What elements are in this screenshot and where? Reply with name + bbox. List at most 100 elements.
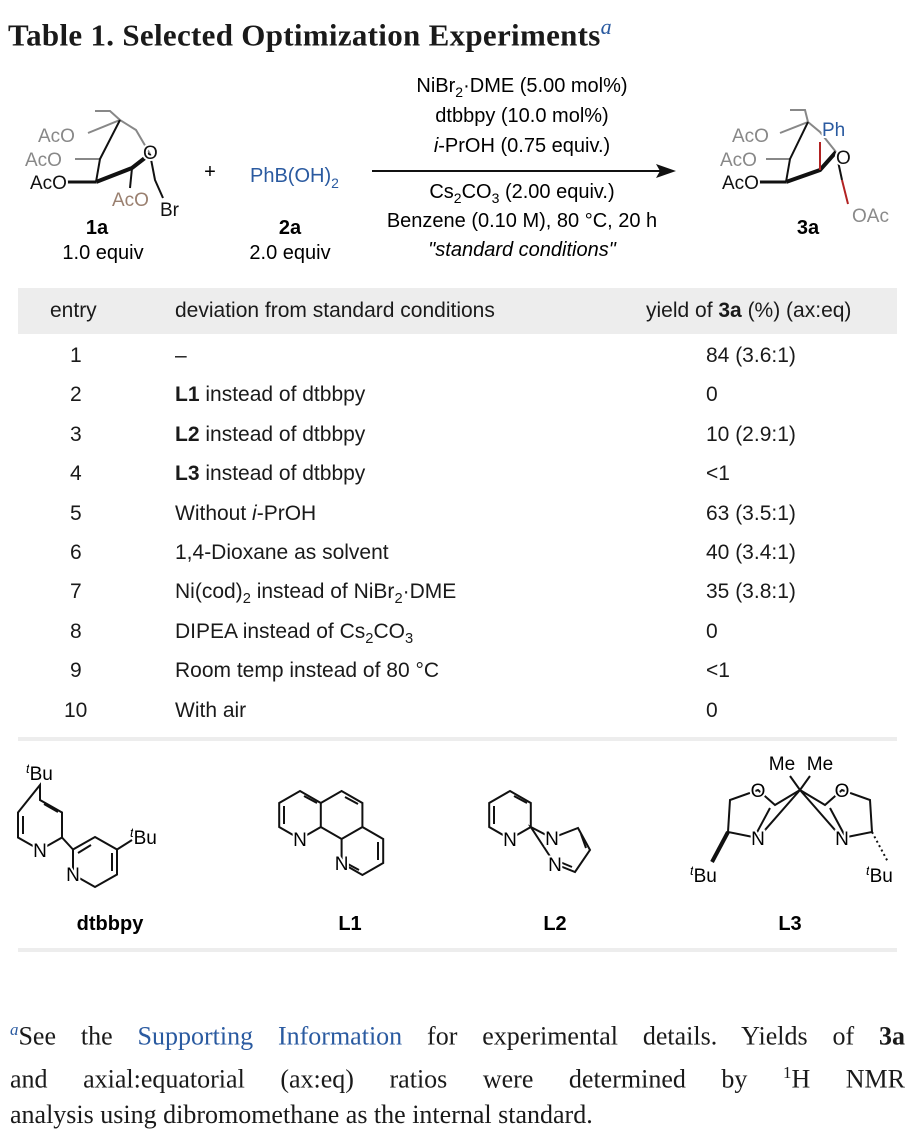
yield-cell: 0: [706, 698, 718, 722]
header-deviation: deviation from standard conditions: [175, 299, 495, 322]
table-row: 10 With air 0: [18, 693, 897, 732]
yield-cell: <1: [706, 462, 730, 486]
footnote-text: See the: [18, 1021, 138, 1051]
condition-line: "standard conditions": [428, 239, 617, 261]
text-segment: 2: [394, 591, 403, 608]
supporting-information-link[interactable]: Supporting Information: [137, 1021, 403, 1051]
entry-number: 9: [70, 659, 82, 683]
text-segment: instead of dtbbpy: [199, 422, 366, 446]
yield-cell: 10 (2.9:1): [706, 422, 796, 446]
title-text: Table 1. Selected Optimization Experimen…: [8, 17, 601, 53]
text-segment: instead of NiBr: [250, 580, 395, 604]
nitrogen-atom: N: [835, 829, 849, 850]
text-segment: DIPEA instead of Cs: [175, 619, 366, 643]
methyl-label: Me: [769, 754, 795, 775]
group-label: OAc: [852, 206, 889, 227]
tbu-label: tBu: [130, 825, 157, 849]
atom-label: O: [143, 143, 158, 164]
text-segment: yield of: [646, 299, 719, 322]
L3-structure: [710, 775, 889, 863]
text-segment: Room temp instead of 80 °C: [175, 659, 440, 683]
entry-number: 3: [70, 422, 82, 446]
nitrogen-atom: N: [293, 830, 307, 851]
group-label: AcO: [732, 126, 769, 147]
group-label: AcO: [25, 150, 62, 171]
deviation-cell: L2 instead of dtbbpy: [175, 423, 365, 447]
deviation-cell: With air: [175, 699, 246, 723]
entry-number: 4: [70, 462, 82, 486]
nitrogen-atom: N: [548, 855, 562, 876]
header-yield: yield of 3a (%) (ax:eq): [646, 299, 851, 323]
yield-cell: 0: [706, 383, 718, 407]
group-label: AcO: [720, 150, 757, 171]
L2-structure: [488, 789, 592, 874]
reagent-formula: PhB(OH)2: [250, 165, 339, 191]
tbu-label: tBu: [26, 761, 53, 785]
reaction-arrow: [372, 164, 676, 178]
equiv-label: 2.0 equiv: [249, 242, 330, 264]
ligand-label-L1: L1: [338, 913, 361, 935]
equiv-label: 1.0 equiv: [62, 242, 143, 264]
footnote-marker[interactable]: a: [600, 14, 612, 39]
text-segment: Without: [175, 501, 253, 525]
text-segment: ·DME: [402, 580, 457, 604]
text-segment: i: [252, 501, 257, 525]
entry-number: 2: [70, 383, 82, 407]
text-segment: 1,4-Dioxane as solvent: [175, 541, 389, 564]
condition-line: i-PrOH (0.75 equiv.): [434, 135, 610, 157]
group-label: AcO: [112, 190, 149, 211]
group-label: AcO: [722, 173, 759, 194]
text-segment: instead of dtbbpy: [199, 462, 366, 486]
deviation-cell: DIPEA instead of Cs2CO3: [175, 620, 413, 647]
entry-number: 6: [70, 541, 82, 564]
table-row: 3 L2 instead of dtbbpy 10 (2.9:1): [18, 417, 897, 456]
oxygen-atom: O: [751, 781, 766, 802]
table-row: 4 L3 instead of dtbbpy <1: [18, 456, 897, 495]
nitrogen-atom: N: [751, 829, 765, 850]
text-segment: -PrOH: [256, 501, 317, 525]
footnote-text: for experimental details. Yields of: [402, 1021, 879, 1051]
compound-label-2a: 2a: [279, 217, 302, 239]
deviation-cell: Without i-PrOH: [175, 502, 316, 526]
compound-ref: 3a: [879, 1021, 905, 1051]
deviation-cell: L3 instead of dtbbpy: [175, 462, 365, 486]
table-row: 1–84 (3.6:1): [18, 338, 897, 377]
atom-label: Br: [160, 200, 180, 221]
condition-line: Cs2CO3 (2.00 equiv.): [429, 181, 614, 206]
text-segment: –: [175, 344, 187, 367]
yield-cell: 35 (3.8:1): [706, 580, 796, 604]
text-segment: L3: [175, 462, 200, 486]
condition-line: Benzene (0.10 M), 80 °C, 20 h: [387, 210, 657, 232]
footnote-line: analysis using dibromomethane as the int…: [10, 1100, 593, 1130]
condition-line: NiBr2·DME (5.00 mol%): [416, 75, 627, 100]
text-segment: Ni(cod): [175, 580, 243, 604]
yield-cell: 63 (3.5:1): [706, 501, 796, 525]
group-label: AcO: [30, 173, 67, 194]
ligand-label-dtbbpy: dtbbpy: [77, 913, 145, 935]
condition-line: dtbbpy (10.0 mol%): [435, 105, 608, 127]
plus-sign: +: [204, 161, 216, 183]
text-segment: (%) (ax:eq): [741, 299, 852, 322]
entry-number: 10: [64, 698, 88, 722]
deviation-cell: –: [175, 344, 187, 368]
nitrogen-atom: N: [33, 841, 47, 862]
entry-number: 1: [70, 344, 82, 367]
table-footnote: aSee the Supporting Information for expe…: [10, 1012, 905, 1133]
nitrogen-atom: N: [503, 830, 517, 851]
compound-label-1a: 1a: [86, 217, 109, 239]
nitrogen-atom: N: [335, 854, 349, 875]
L1-structure: [278, 789, 385, 877]
text-segment: L1: [175, 383, 200, 407]
deviation-cell: Ni(cod)2 instead of NiBr2·DME: [175, 580, 456, 607]
oxygen-atom: O: [835, 781, 850, 802]
reaction-scheme: AcO AcO AcO AcO O Br 1a 1.0 equiv + PhB(…: [23, 75, 891, 264]
atom-label: O: [836, 148, 851, 169]
footnote-line: aSee the Supporting Information for expe…: [10, 1012, 905, 1055]
dtbbpy-structure: [17, 782, 133, 889]
glycosyl-bromide-structure: [64, 110, 164, 199]
header-entry: entry: [50, 299, 97, 322]
